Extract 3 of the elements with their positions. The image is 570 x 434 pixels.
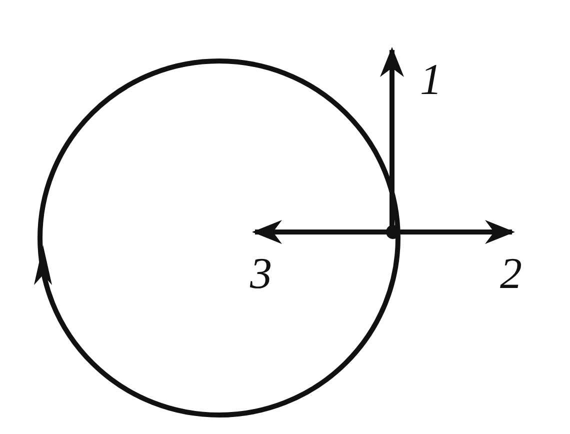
vector-number: 3 bbox=[250, 252, 272, 296]
vector-number: 1 bbox=[420, 58, 442, 102]
vector-number: 2 bbox=[500, 252, 522, 296]
